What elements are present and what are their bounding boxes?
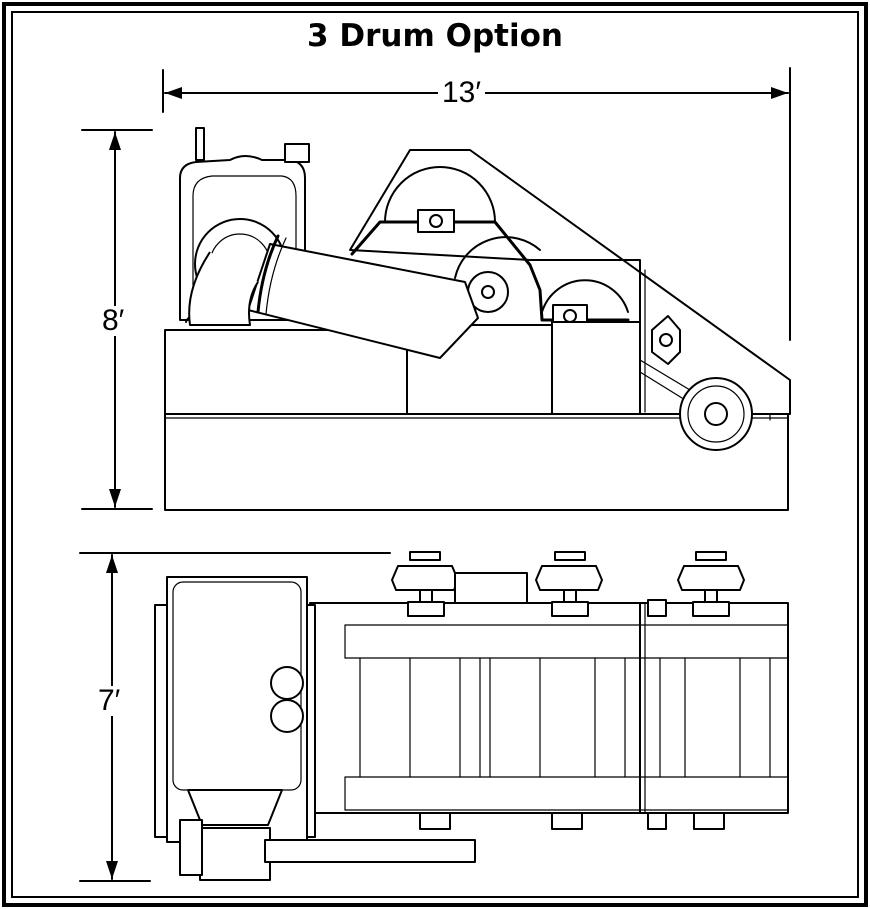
inner-border	[11, 11, 859, 898]
duct-elbow	[188, 251, 259, 326]
depth-dimension-line	[79, 552, 391, 882]
filter-2	[270, 699, 304, 733]
drum-1-arc	[384, 166, 496, 223]
drum-ribs	[359, 657, 771, 778]
bottom-hub-3	[647, 812, 667, 830]
outlet-funnel	[187, 789, 283, 826]
top-view	[154, 551, 789, 881]
trough-body	[309, 602, 789, 814]
dial-hub-1	[391, 551, 459, 617]
height-label: 8′	[98, 306, 129, 336]
lower-box-1	[164, 329, 408, 415]
air-intake	[284, 143, 310, 163]
page-title: 3 Drum Option	[307, 18, 563, 54]
filter-1	[270, 666, 304, 700]
drive-cover	[454, 572, 528, 604]
lower-box-3	[551, 321, 641, 415]
width-label: 13′	[438, 78, 485, 108]
dial-hub-3	[647, 551, 745, 617]
bottom-hub-4	[693, 812, 725, 830]
bottom-hub-1	[419, 812, 451, 830]
duct-clamp	[256, 234, 280, 314]
exhaust-stack	[195, 127, 205, 161]
side-view	[164, 127, 791, 511]
dial-hub-2	[535, 551, 603, 617]
drum-2-arc	[454, 236, 541, 279]
outlet-chute	[199, 827, 271, 881]
depth-label: 7′	[94, 686, 125, 716]
outlet-pipe	[264, 839, 476, 863]
drum-3-arc	[541, 279, 629, 313]
bottom-hub-2	[551, 812, 583, 830]
duct-pipe	[247, 243, 479, 359]
